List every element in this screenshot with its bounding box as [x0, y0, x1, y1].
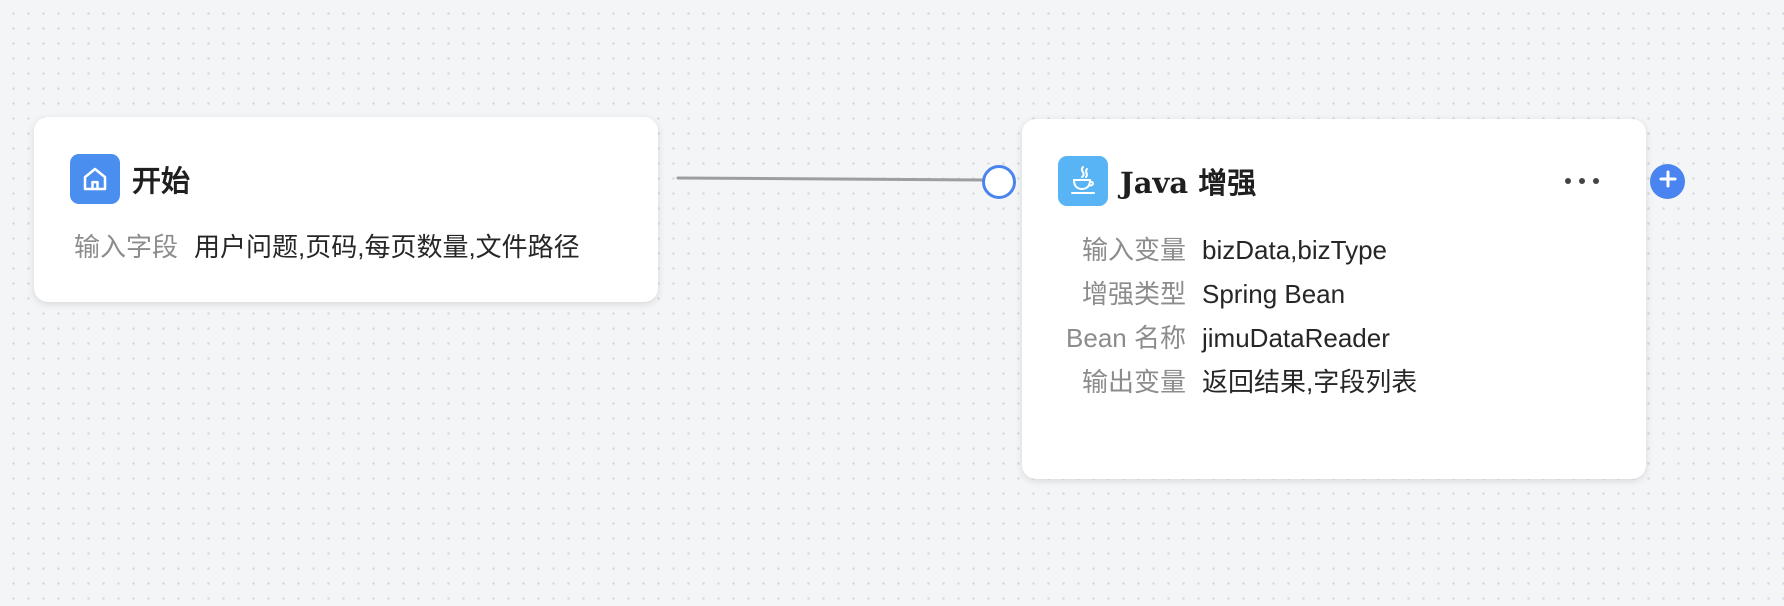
output-variables-row: 输出变量 返回结果,字段列表 [1062, 360, 1417, 404]
start-node[interactable]: 开始 输入字段 用户问题,页码,每页数量,文件路径 [34, 117, 658, 302]
java-enhance-node[interactable]: Java 增强 输入变量 bizData,bizType 增强类型 Spring… [1022, 119, 1646, 479]
field-label: 输入字段 [74, 232, 179, 262]
start-node-title: 开始 [132, 164, 191, 198]
enhance-type-row: 增强类型 Spring Bean [1062, 272, 1417, 316]
start-node-header: 开始 [70, 154, 190, 204]
field-value: bizData,bizType [1202, 235, 1387, 265]
field-label: 增强类型 [1081, 279, 1186, 309]
java-icon [1058, 156, 1108, 206]
more-horizontal-icon [1564, 172, 1600, 190]
field-value: 返回结果,字段列表 [1202, 367, 1418, 397]
field-label: 输出变量 [1081, 367, 1186, 397]
more-options-button[interactable] [1562, 169, 1602, 193]
bean-name-row: Bean 名称 jimuDataReader [1062, 316, 1417, 360]
java-node-fields: 输入变量 bizData,bizType 增强类型 Spring Bean Be… [1062, 228, 1417, 404]
input-variables-row: 输入变量 bizData,bizType [1062, 228, 1417, 272]
java-node-title: Java 增强 [1120, 166, 1257, 200]
field-label: 输入变量 [1081, 235, 1186, 265]
plus-icon [1659, 170, 1677, 193]
home-icon [70, 154, 120, 204]
field-value: jimuDataReader [1202, 323, 1390, 353]
field-value: 用户问题,页码,每页数量,文件路径 [194, 232, 580, 262]
add-node-button[interactable] [1650, 164, 1685, 199]
field-value: Spring Bean [1202, 279, 1346, 309]
start-input-fields-row: 输入字段 用户问题,页码,每页数量,文件路径 [74, 225, 580, 269]
java-node-header: Java 增强 [1058, 156, 1256, 206]
connector-handle[interactable] [982, 165, 1016, 199]
field-label: Bean 名称 [1066, 323, 1186, 353]
